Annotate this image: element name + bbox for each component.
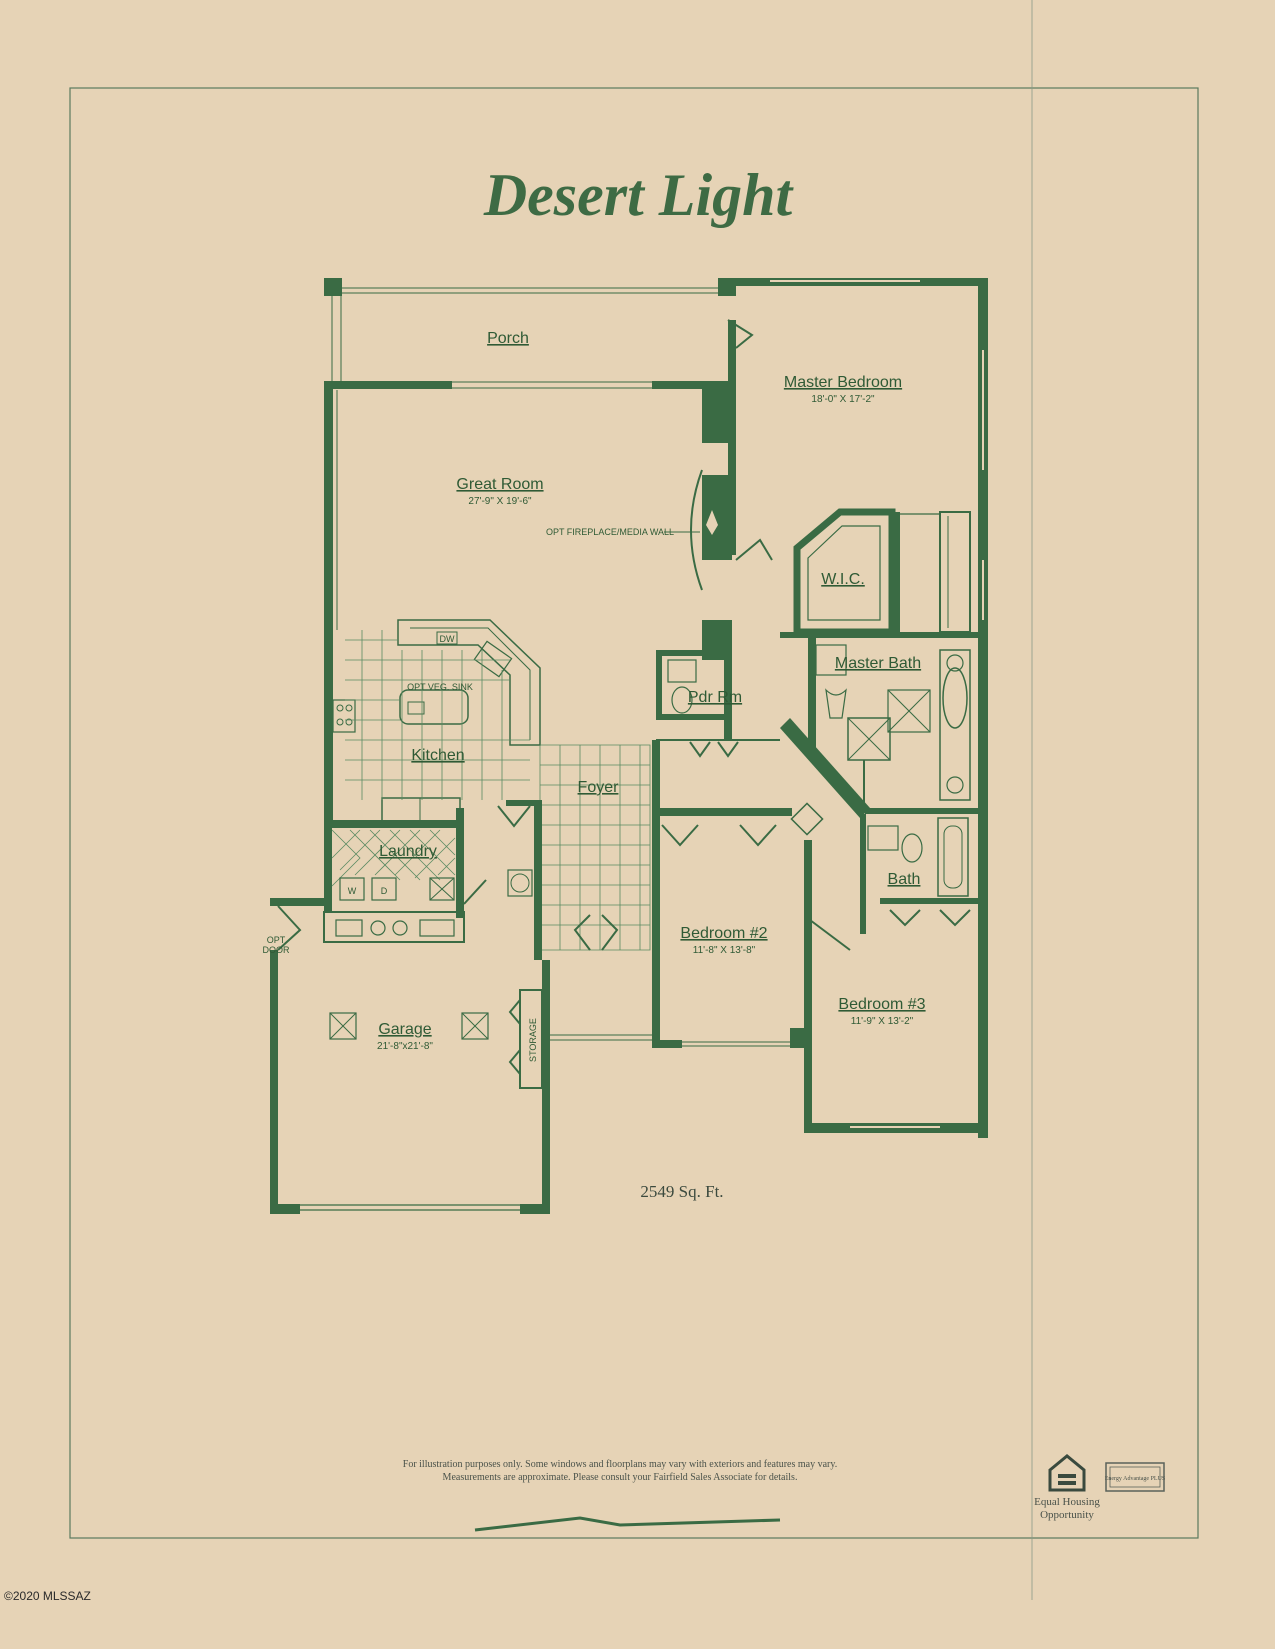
- page-border: [69, 87, 1199, 1539]
- equal-housing-line-1: Equal Housing: [1034, 1496, 1100, 1508]
- room-laundry: Laundry: [379, 843, 437, 860]
- room-bath: Bath: [888, 871, 921, 888]
- master-bedroom-dims: 18'-0" X 17'-2": [811, 394, 875, 405]
- room-foyer: Foyer: [578, 779, 620, 796]
- room-wic: W.I.C.: [821, 571, 865, 588]
- walls: [270, 278, 988, 1214]
- washer-label: W: [348, 886, 357, 896]
- opt-door-label-1: OPT: [267, 935, 286, 945]
- room-kitchen: Kitchen: [411, 747, 464, 764]
- veg-sink-label: OPT VEG. SINK: [407, 682, 473, 692]
- room-porch: Porch: [487, 330, 529, 347]
- storage-label: STORAGE: [528, 1018, 538, 1062]
- copyright-notice: ©2020 MLSSAZ: [4, 1589, 91, 1603]
- equal-housing-line-2: Opportunity: [1040, 1509, 1094, 1521]
- room-bedroom-2: Bedroom #2: [680, 925, 767, 942]
- bedroom-3-dims: 11'-9" X 13'-2": [851, 1016, 914, 1027]
- energy-logo-text: Energy Advantage PLUS: [1105, 1476, 1166, 1482]
- bedroom-2-dims: 11'-8" X 13'-8": [693, 945, 756, 956]
- plan-title: Desert Light: [483, 162, 795, 228]
- dryer-label: D: [381, 886, 388, 896]
- room-great-room: Great Room: [456, 476, 543, 493]
- footnote-line-1: For illustration purposes only. Some win…: [403, 1459, 837, 1470]
- equal-housing-icon: [1048, 1454, 1086, 1492]
- room-labels: Porch Master Bedroom 18'-0" X 17'-2" Gre…: [263, 330, 926, 1062]
- decorative-swoosh: [474, 1516, 781, 1532]
- fireplace-label: OPT FIREPLACE/MEDIA WALL: [546, 527, 674, 537]
- room-garage: Garage: [378, 1021, 431, 1038]
- opt-door-label-2: DOOR: [263, 945, 291, 955]
- room-master-bedroom: Master Bedroom: [784, 374, 902, 391]
- footnote-line-2: Measurements are approximate. Please con…: [443, 1472, 798, 1483]
- energy-advantage-logo: Energy Advantage PLUS: [1105, 1462, 1166, 1492]
- square-footage: 2549 Sq. Ft.: [640, 1182, 723, 1201]
- room-master-bath: Master Bath: [835, 655, 921, 672]
- room-bedroom-3: Bedroom #3: [838, 996, 925, 1013]
- garage-dims: 21'-8"x21'-8": [377, 1041, 433, 1052]
- great-room-dims: 27'-9" X 19'-6": [468, 496, 532, 507]
- room-pdr-rm: Pdr Rm: [688, 689, 742, 706]
- dw-label: DW: [440, 634, 455, 644]
